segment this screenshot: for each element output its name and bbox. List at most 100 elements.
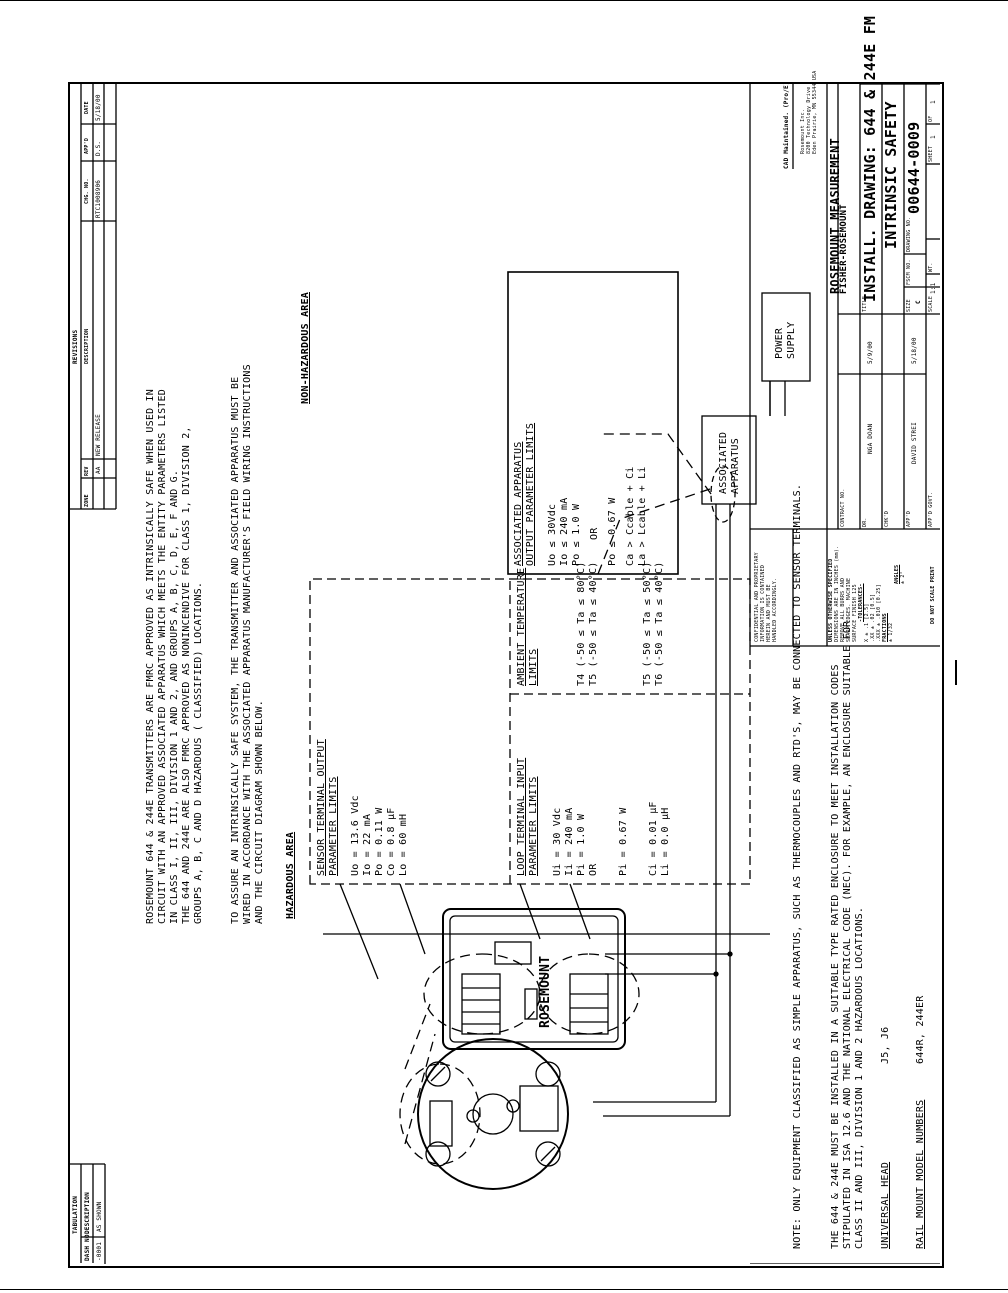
size-value: C [915, 300, 922, 304]
note-assure: TO ASSURE AN INTRINSICALLY SAFE SYSTEM, … [230, 364, 266, 924]
drawing-no-label: DRAWING NO. [906, 216, 912, 252]
note-simple-apparatus: NOTE: ONLY EQUIPMENT CLASSIFIED AS SIMPL… [792, 483, 803, 1249]
universal-head [417, 1038, 569, 1190]
apparatus-line: Ca > Ccable + Ci [625, 466, 636, 566]
chkd-label: CHK'D [884, 510, 890, 527]
apparatus-title: OUTPUT PARAMETER LIMITS [525, 422, 536, 566]
apparatus-line: Po ≤ 0.67 W [607, 497, 618, 566]
tabulation-title: TABULATION [72, 1195, 79, 1234]
non-hazardous-area-label: NON-HAZARDOUS AREA [300, 292, 311, 404]
revisions-row-desc: NEW RELEASE [95, 414, 102, 456]
note-line: IN CLASS I, II, III, DIVISION 1 AND 2, A… [169, 469, 180, 924]
rosemount-device-logo: ROSEMOUNT [538, 955, 553, 1028]
sheet-value: 1 [930, 135, 937, 139]
of-value: 1 [930, 100, 937, 104]
loop-line: OR [588, 863, 599, 876]
note-approval: ROSEMOUNT 644 & 244E TRANSMITTERS ARE FM… [145, 389, 205, 924]
scale-value: 1:1 [930, 282, 937, 294]
note-line: CLASS II AND III, DIVISION 1 AND 2 HAZAR… [854, 906, 865, 1249]
temperature-title: AMBIENT TEMPERATURE [516, 567, 527, 686]
drawing-number: 00644-0009 [905, 121, 923, 214]
sensor-line: Io = 22 mA [362, 813, 373, 876]
revisions-header-zone: ZONE [84, 494, 90, 507]
tabulation-row-desc: AS SHOWN [96, 1201, 103, 1233]
sensor-line: Uo = 13.6 Vdc [350, 795, 361, 876]
dr-date: 5/9/00 [867, 341, 874, 364]
tabulation-col-dash: DASH NO. [84, 1230, 91, 1262]
drawing-rotated-space: TABULATION DASH NO. DESCRIPTION -0001 AS… [70, 16, 940, 1264]
device-label-line: APPARATUS [730, 438, 741, 494]
rail-mount-label: RAIL MOUNT MODEL NUMBERS [915, 1099, 926, 1249]
apparatus-parameter-box [507, 271, 679, 575]
universal-head-label: UNIVERSAL HEAD [880, 1161, 891, 1249]
tabulation-col-desc: DESCRIPTION [84, 1192, 91, 1234]
temperature-limits-text: AMBIENT TEMPERATURE LIMITS T4 (-50 ≤ Ta … [516, 562, 666, 686]
bottom-border-line [0, 1289, 1008, 1290]
loop-title: LOOP TERMINAL INPUT [516, 757, 527, 876]
note-line: AND THE CIRCUIT DIAGRAM SHOWN BELOW. [254, 700, 265, 924]
universal-head-value: J5, J6 [880, 1026, 891, 1064]
rail-mount-value: 644R, 244ER [915, 995, 926, 1064]
note-enclosure: THE 644 & 244E MUST BE INSTALLED IN A SU… [830, 621, 866, 1249]
apparatus-parameter-text: ASSOCIATED APPARATUS OUTPUT PARAMETER LI… [513, 423, 649, 566]
revisions-row-chg: RTC1008906 [95, 179, 102, 218]
sensor-parameter-text: SENSOR TERMINAL OUTPUT PARAMETER LIMITS … [316, 739, 410, 876]
note-line: THE 644 AND 244E ARE ALSO FMRC APPROVED … [181, 426, 192, 924]
appd-date: 5/18/00 [911, 337, 918, 364]
loop-line: Ii = 240 mA [564, 807, 575, 876]
wt-label: WT. [928, 262, 934, 272]
loop-line: Ui = 30 Vdc [552, 807, 563, 876]
hazardous-area-label: HAZARDOUS AREA [285, 831, 296, 919]
temperature-title: LIMITS [528, 648, 539, 686]
device-label-line: SUPPLY [786, 321, 797, 359]
note-line: ROSEMOUNT 644 & 244E TRANSMITTERS ARE FM… [145, 389, 156, 924]
appd-name: DAVID STREI [911, 422, 918, 464]
note-line: CIRCUIT WITH AN APPROVED ASSOCIATED APPA… [157, 389, 168, 924]
appd-label: APP'D [906, 510, 912, 527]
tabulation-row-dash: -0001 [96, 1241, 103, 1261]
note-line: STIPULATED IN ISA 12.6 AND THE NATIONAL … [842, 620, 853, 1249]
power-supply-label: POWER SUPPLY [774, 322, 798, 359]
fscm-label: FSCM NO. [906, 259, 912, 285]
sensor-title: PARAMETER LIMITS [328, 776, 339, 876]
temperature-line: T5 (-50 ≤ Ta ≤ 40°C) [588, 561, 599, 686]
do-not-scale-note: DO NOT SCALE PRINT [930, 566, 936, 624]
revisions-row-rev: AA [95, 466, 102, 474]
revisions-title: REVISIONS [72, 329, 79, 364]
power-supply-box [761, 292, 811, 382]
company-name-2: FISHER-ROSEMOUNT [839, 204, 849, 294]
apparatus-line: OR [589, 527, 600, 540]
sensor-title: SENSOR TERMINAL OUTPUT [316, 739, 327, 876]
fractions-value: ± 1/32 [888, 622, 894, 642]
loop-line: Ci = 0.01 µF [648, 801, 659, 876]
spec-notes: UNLESS OTHERWISE SPECIFIED DIMENSIONS AR… [828, 546, 894, 642]
loop-title: PARAMETER LIMITS [528, 776, 539, 876]
loop-line: Li = 0.0 µH [660, 807, 671, 876]
revisions-row-appd: D.S. [95, 140, 102, 156]
contract-label: CONTRACT NO. [840, 488, 846, 527]
note-line: TO ASSURE AN INTRINSICALLY SAFE SYSTEM, … [230, 376, 241, 924]
appd-govt-label: APP'D GOVT. [928, 491, 934, 527]
wiring-diagram [70, 84, 940, 1264]
device-label-line: POWER [774, 327, 785, 359]
apparatus-title: ASSOCIATED APPARATUS [513, 441, 524, 566]
cad-note: CAD Maintained. (Pro/E) [783, 81, 790, 169]
apparatus-line: Po ≤ 1.0 W [571, 503, 582, 566]
loop-line: Pi = 1.0 W [576, 813, 587, 876]
top-border-line [0, 0, 1008, 1]
sensor-line: Co = 0.8 µF [386, 807, 397, 876]
note-line: THE 644 & 244E MUST BE INSTALLED IN A SU… [830, 664, 841, 1249]
revisions-header-appd: APP'D [84, 137, 90, 154]
revisions-header-date: DATE [84, 101, 90, 114]
loop-parameter-text: LOOP TERMINAL INPUT PARAMETER LIMITS Ui … [516, 758, 672, 876]
angles-value: ± 2° [900, 571, 906, 584]
revisions-header-desc: DESCRIPTION [84, 328, 90, 364]
dr-name: NGA DOAN [867, 423, 874, 455]
margin-mark [955, 660, 957, 685]
company-address: Rosemount Inc. 8200 Technology Drive Ede… [800, 71, 818, 154]
temperature-line: T4 (-50 ≤ Ta ≤ 80°C) [576, 561, 587, 686]
sensor-line: Lo = 60 mH [398, 813, 409, 876]
temperature-line: T6 (-50 ≤ Ta ≤ 40°C) [654, 561, 665, 686]
drawing-sheet: TABULATION DASH NO. DESCRIPTION -0001 AS… [68, 16, 944, 1268]
apparatus-line: La > Lcable + Li [637, 466, 648, 566]
